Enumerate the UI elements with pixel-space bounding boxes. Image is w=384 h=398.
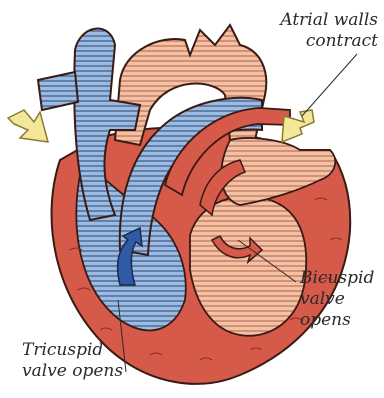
bicuspid-label-line1: Bicuspid bbox=[300, 268, 374, 289]
tricuspid-label-line2: valve opens bbox=[22, 361, 123, 382]
atrial-walls-label: Atrial walls contract bbox=[280, 10, 378, 52]
bicuspid-valve-label: Bicuspid valve opens bbox=[300, 268, 374, 331]
atrial-leader-line bbox=[302, 54, 357, 116]
tricuspid-valve-label: Tricuspid valve opens bbox=[22, 340, 123, 382]
bicuspid-label-line3: opens bbox=[300, 310, 374, 331]
tricuspid-label-line1: Tricuspid bbox=[22, 340, 123, 361]
bicuspid-label-line2: valve bbox=[300, 289, 374, 310]
left-contraction-arrow-icon bbox=[8, 110, 48, 142]
pulmonary-vessel-left bbox=[38, 72, 78, 110]
atrial-label-line2: contract bbox=[280, 31, 378, 52]
left-ventricle bbox=[190, 196, 306, 335]
atrial-label-line1: Atrial walls bbox=[280, 10, 378, 31]
